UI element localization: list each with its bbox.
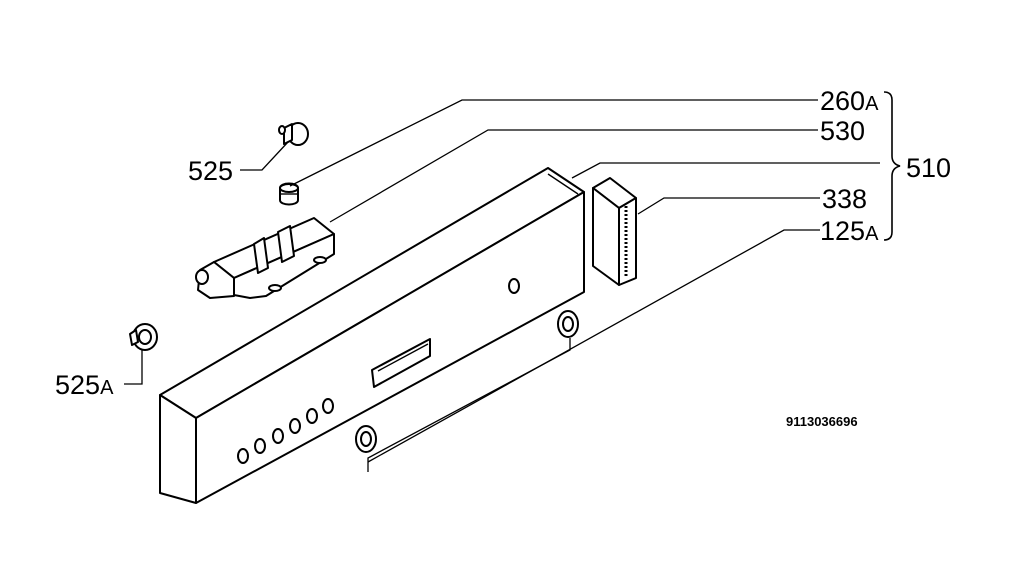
button-hole (306, 408, 318, 424)
callout-525a: 525A (55, 370, 114, 400)
display-window-inner (377, 343, 429, 372)
indicator-hole (508, 278, 520, 294)
button-stem (129, 329, 139, 346)
bracket-peg (195, 269, 209, 285)
callout-260a: 260A (820, 86, 879, 116)
bracket-tab (197, 261, 235, 299)
leader-510 (571, 162, 880, 179)
knob-530 (279, 182, 299, 206)
leader-525 (240, 141, 289, 171)
grommet-125a-1 (557, 310, 579, 338)
leader-125a (367, 229, 820, 463)
grommet-125a-2 (355, 425, 377, 453)
bracket-slot (277, 225, 295, 263)
panel-end-face (159, 394, 197, 504)
callout-338: 338 (822, 184, 867, 214)
leader-260a (289, 99, 818, 187)
bracket-foot (268, 284, 282, 292)
leader-530 (329, 129, 818, 223)
leader-525a (124, 350, 143, 385)
panel-top-edge (547, 173, 579, 195)
grommet-group-bracket (367, 338, 571, 472)
callout-510: 510 (906, 153, 951, 183)
leader-338 (637, 197, 820, 215)
grommet-inner (562, 316, 574, 332)
callout-530: 530 (820, 116, 865, 146)
button-cap-center (138, 329, 152, 345)
button-hole (254, 438, 266, 454)
grommet-inner (360, 431, 372, 447)
module-face (592, 187, 620, 286)
control-panel (159, 167, 585, 504)
button-hole (237, 448, 249, 464)
callout-525: 525 (188, 156, 233, 186)
button-hole (322, 398, 334, 414)
leader-lines (124, 99, 880, 463)
button-hole (272, 428, 284, 444)
group-brace-510 (883, 91, 901, 241)
document-number: 9113036696 (786, 414, 858, 429)
button-stem (283, 123, 293, 145)
button-525a (129, 323, 158, 351)
callout-125a: 125A (820, 216, 879, 246)
button-hole (289, 418, 301, 434)
bracket-foot (313, 256, 327, 264)
button-525 (278, 122, 309, 146)
electronic-module-338 (592, 177, 637, 286)
knob-top (279, 183, 299, 193)
switch-bracket (195, 217, 335, 299)
button-holes (237, 398, 334, 464)
bracket-slot (253, 237, 269, 274)
button-pin (278, 125, 286, 135)
